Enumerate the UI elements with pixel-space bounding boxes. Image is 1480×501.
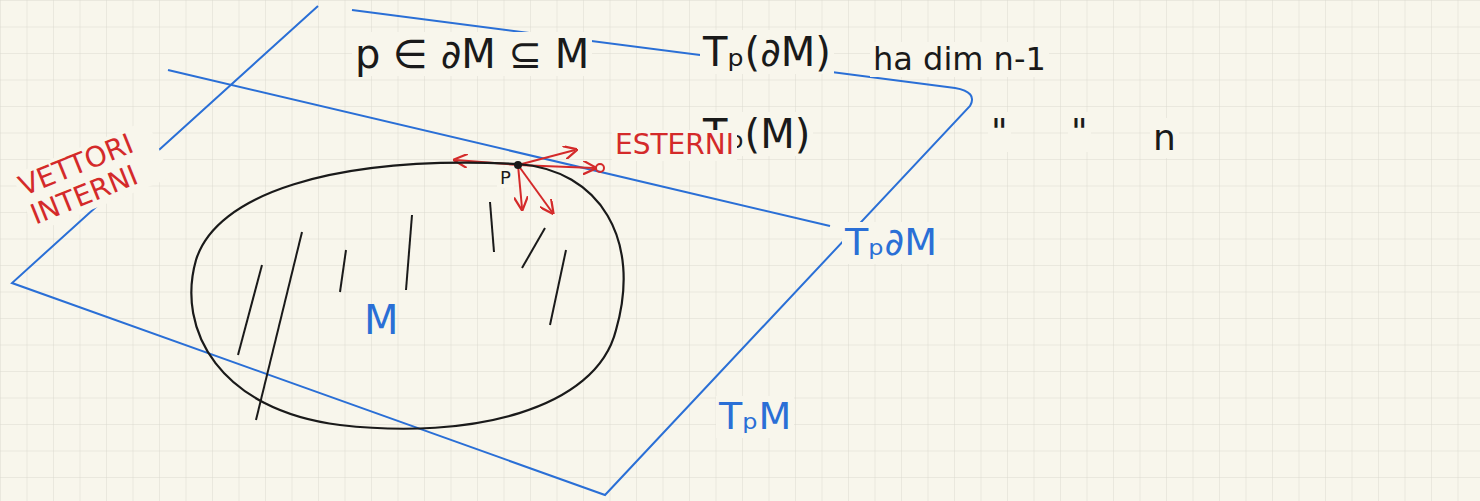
vectors	[456, 150, 604, 212]
ellipse-outline	[178, 148, 630, 444]
region-ellipse: M	[178, 148, 630, 444]
statement: p ∈ ∂M ⊆ M	[352, 32, 592, 76]
tangent-line-label: Tₚ∂M	[842, 222, 940, 264]
dimension-note: ha dim n-1	[870, 42, 1049, 77]
tangent-line	[168, 70, 830, 226]
dimension-value: n	[1150, 118, 1179, 158]
tangent-space-boundary: Tₚ(∂M)	[700, 30, 834, 74]
tangent-plane-label: TₚM	[716, 396, 794, 438]
region-name: M	[364, 298, 399, 342]
tangent-plane	[12, 6, 972, 495]
ditto-mark: "	[1068, 112, 1091, 152]
hatching	[238, 202, 566, 420]
point-label: P	[497, 168, 514, 188]
ditto-mark: "	[988, 112, 1011, 152]
external-label: ESTERNI	[612, 130, 737, 161]
